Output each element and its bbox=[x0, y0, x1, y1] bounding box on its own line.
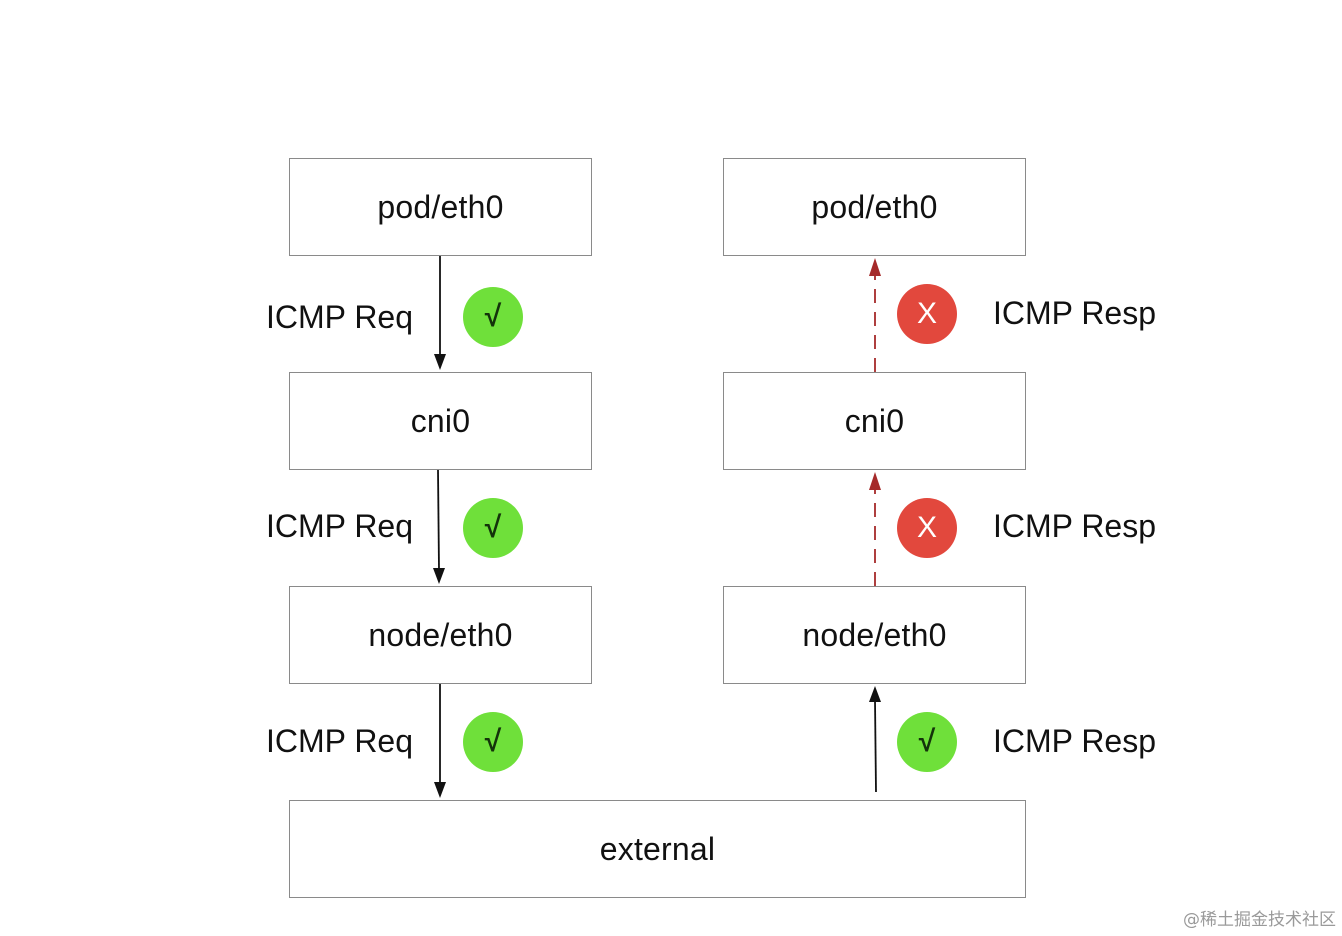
external-box: external bbox=[289, 800, 1026, 898]
check-icon: √ bbox=[484, 300, 502, 333]
left-edge-label-2: ICMP Req bbox=[266, 508, 414, 544]
left-cni0-box: cni0 bbox=[289, 372, 592, 470]
right-arrow-external-to-node-head bbox=[869, 686, 881, 702]
left-edge-label-1: ICMP Req bbox=[266, 299, 414, 335]
check-icon: √ bbox=[918, 725, 936, 758]
watermark-text: @稀土掘金技术社区 bbox=[1183, 910, 1336, 930]
left-pod-eth0-box: pod/eth0 bbox=[289, 158, 592, 256]
right-fail-badge-1: X bbox=[897, 284, 957, 344]
left-arrow-pod-to-cni-head bbox=[434, 354, 446, 370]
right-edge-label-2: ICMP Resp bbox=[993, 508, 1157, 544]
left-check-badge-2: √ bbox=[463, 498, 523, 558]
right-arrow-external-to-node bbox=[874, 699, 877, 793]
cross-icon: X bbox=[916, 511, 937, 544]
left-arrow-cni-to-node-head bbox=[433, 568, 445, 584]
left-edge-label-3: ICMP Req bbox=[266, 723, 414, 759]
right-pod-eth0-label: pod/eth0 bbox=[811, 188, 938, 225]
left-arrow-cni-to-node bbox=[437, 469, 440, 571]
right-node-eth0-box: node/eth0 bbox=[723, 586, 1026, 684]
right-fail-badge-2: X bbox=[897, 498, 957, 558]
right-edge-label-1: ICMP Resp bbox=[993, 295, 1157, 331]
right-arrow-node-to-cni-head bbox=[869, 472, 881, 490]
right-cni0-label: cni0 bbox=[844, 402, 905, 439]
left-node-eth0-box: node/eth0 bbox=[289, 586, 592, 684]
external-label: external bbox=[599, 830, 716, 867]
cross-icon: X bbox=[916, 297, 937, 330]
right-node-eth0-label: node/eth0 bbox=[802, 616, 947, 653]
right-arrow-cni-to-pod-head bbox=[869, 258, 881, 276]
right-edge-label-3: ICMP Resp bbox=[993, 723, 1157, 759]
left-pod-eth0-label: pod/eth0 bbox=[377, 188, 504, 225]
right-cni0-box: cni0 bbox=[723, 372, 1026, 470]
left-check-badge-3: √ bbox=[463, 712, 523, 772]
left-check-badge-1: √ bbox=[463, 287, 523, 347]
check-icon: √ bbox=[484, 511, 502, 544]
check-icon: √ bbox=[484, 725, 502, 758]
right-check-badge-3: √ bbox=[897, 712, 957, 772]
left-arrow-node-to-external-head bbox=[434, 782, 446, 798]
right-pod-eth0-box: pod/eth0 bbox=[723, 158, 1026, 256]
left-cni0-label: cni0 bbox=[410, 402, 471, 439]
left-node-eth0-label: node/eth0 bbox=[368, 616, 513, 653]
